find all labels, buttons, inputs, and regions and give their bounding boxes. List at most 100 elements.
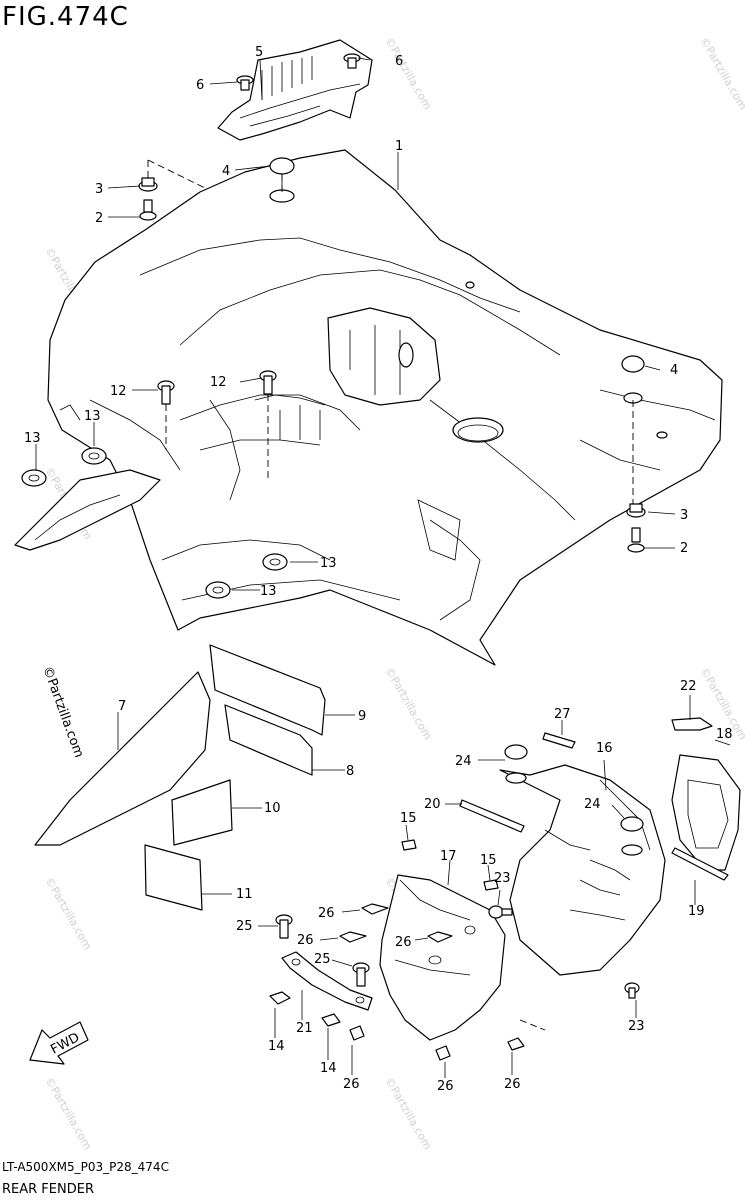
callout-6-left: 6	[196, 78, 204, 93]
callout-14-a: 14	[268, 1039, 285, 1054]
part-17-cover	[379, 874, 506, 1041]
part-25-bolt-2	[352, 962, 370, 987]
callout-23-a: 23	[494, 871, 511, 886]
callout-2-left: 2	[95, 211, 103, 226]
callout-6-right: 6	[395, 54, 403, 69]
callout-25-a: 25	[236, 919, 253, 934]
guide-lines	[147, 159, 634, 1031]
part-26-screw-6	[507, 1037, 525, 1051]
part-8-decal	[224, 704, 313, 776]
figure-title: FIG.474C	[2, 2, 129, 32]
callout-26-d: 26	[343, 1077, 360, 1092]
callout-16: 16	[596, 741, 613, 756]
part-14-screw-2	[321, 1013, 341, 1027]
callout-20: 20	[424, 797, 441, 812]
callout-23-b: 23	[628, 1019, 645, 1034]
part-3-nut-left	[138, 177, 158, 192]
callout-24-b: 24	[584, 797, 601, 812]
callout-17: 17	[440, 849, 457, 864]
callout-3-left: 3	[95, 182, 103, 197]
callout-26-f: 26	[504, 1077, 521, 1092]
part-18-bracket	[671, 754, 741, 871]
callout-12-left: 12	[110, 384, 127, 399]
callout-27: 27	[554, 707, 571, 722]
callout-12-right: 12	[210, 375, 227, 390]
callout-13-a: 13	[84, 409, 101, 424]
part-26-screw-4	[349, 1025, 365, 1041]
part-13-grommet-4	[205, 581, 231, 599]
callout-11: 11	[236, 887, 253, 902]
callout-labels: 1 2 2 3 3 4 4 5 6 6 7 8 9 10 11 12 12 13…	[24, 45, 733, 1094]
part-5-bracket	[217, 39, 373, 141]
watermark-10: ©Partzilla.com	[382, 1075, 434, 1152]
part-15-clip-2	[483, 879, 499, 891]
callout-15-b: 15	[480, 853, 497, 868]
part-26-screw-5	[435, 1045, 451, 1061]
part-2-bolt-left	[139, 199, 157, 221]
part-23-bolt-1	[488, 905, 513, 919]
watermark-11: ©Partzilla.com	[697, 35, 745, 112]
figure-caption: REAR FENDER	[2, 1182, 94, 1197]
callout-9: 9	[358, 709, 366, 724]
callout-24-a: 24	[455, 754, 472, 769]
callout-26-b: 26	[297, 933, 314, 948]
callout-22: 22	[680, 679, 697, 694]
watermark-9: ©Partzilla.com	[42, 1075, 94, 1152]
part-15-clip-1	[401, 839, 417, 851]
part-4-grommet-right	[621, 355, 645, 404]
part-20-strip	[459, 799, 525, 833]
part-14-screw-1	[269, 991, 291, 1005]
callout-25-b: 25	[314, 952, 331, 967]
callout-7: 7	[118, 699, 126, 714]
callout-4-right: 4	[670, 363, 678, 378]
callout-14-b: 14	[320, 1061, 337, 1076]
watermark-7: ©Partzilla.com	[42, 875, 94, 952]
part-10-decal	[171, 779, 233, 846]
callout-19: 19	[688, 904, 705, 919]
callout-13-b: 13	[24, 431, 41, 446]
callout-8: 8	[346, 764, 354, 779]
part-24-grommet-2	[620, 816, 644, 856]
callout-10: 10	[264, 801, 281, 816]
part-1-rear-fender	[14, 149, 723, 666]
part-13-grommet-3	[262, 553, 288, 571]
callout-1: 1	[395, 139, 403, 154]
fwd-arrow: FWD	[29, 1021, 89, 1065]
part-23-bolt-2	[624, 982, 640, 999]
part-22-clip	[671, 717, 713, 731]
callout-3-right: 3	[680, 508, 688, 523]
callout-26-c: 26	[395, 935, 412, 950]
watermark-1: ©Partzilla.com	[382, 35, 434, 112]
callout-5: 5	[255, 45, 263, 60]
part-6-screw-left	[236, 75, 254, 91]
part-11-decal	[144, 844, 203, 911]
callout-26-a: 26	[318, 906, 335, 921]
part-9-decal	[209, 644, 326, 736]
part-2-bolt-right	[627, 527, 645, 553]
figure-code: LT-A500XM5_P03_P28_474C	[2, 1160, 169, 1174]
part-19-strip	[671, 847, 729, 881]
part-24-grommet-1	[504, 744, 528, 784]
part-26-screw-3	[427, 931, 453, 943]
part-6-screw-right	[343, 53, 361, 69]
part-21-bracket	[281, 951, 373, 1011]
callout-26-e: 26	[437, 1079, 454, 1094]
part-7-decal	[34, 671, 211, 846]
callout-2-right: 2	[680, 541, 688, 556]
part-12-bolt-left	[157, 380, 175, 405]
watermark-6: ©Partzilla.com	[382, 665, 434, 742]
callout-18: 18	[716, 727, 733, 742]
callout-21: 21	[296, 1021, 313, 1036]
callout-13-d: 13	[260, 584, 277, 599]
part-13-grommet-1	[81, 447, 107, 465]
part-3-nut-right	[626, 503, 646, 518]
callout-15-a: 15	[400, 811, 417, 826]
part-16-cover	[499, 764, 666, 976]
callout-13-c: 13	[320, 556, 337, 571]
copyright-label: ©Partzilla.com	[39, 664, 86, 760]
leader-lines	[35, 57, 731, 1078]
callout-4-top: 4	[222, 164, 230, 179]
part-27-pad	[542, 732, 576, 749]
part-26-screw-2	[339, 931, 367, 943]
